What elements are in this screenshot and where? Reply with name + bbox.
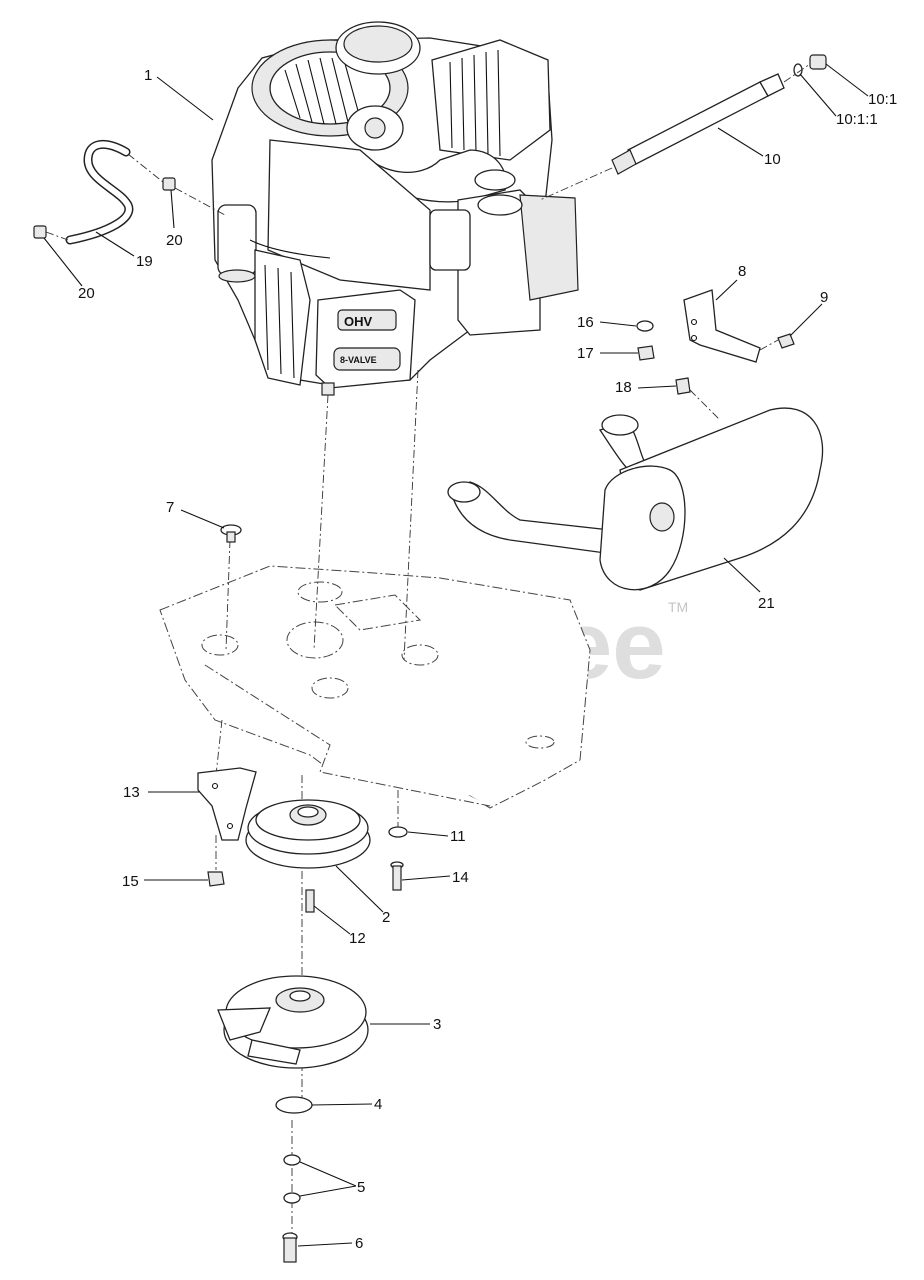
nut-18	[675, 377, 691, 395]
callout-20-upper: 20	[166, 232, 183, 249]
muffler	[447, 407, 824, 591]
callout-17: 17	[577, 345, 594, 362]
callout-20-lower: 20	[78, 285, 95, 302]
nut-17	[637, 345, 655, 361]
clutch	[217, 975, 369, 1069]
nut-15	[207, 871, 225, 887]
washer-5-upper	[283, 1154, 301, 1166]
engine-badge-valve: 8-VALVE	[340, 355, 377, 365]
callout-3: 3	[433, 1016, 441, 1033]
breather-tube	[611, 73, 785, 175]
engine-badge-ohv: OHV	[344, 314, 373, 329]
bolt-9	[777, 333, 795, 349]
callout-10-1: 10:1	[868, 91, 897, 108]
watermark-tm: TM	[668, 599, 688, 615]
pulley	[245, 799, 371, 869]
callout-labels: 1 10:1 10:1:1 10 20 19 20 8 9 16 17 18 7…	[78, 67, 897, 1252]
bracket-13	[197, 767, 257, 841]
callout-8: 8	[738, 263, 746, 280]
washer-5-lower	[283, 1192, 301, 1204]
carriage-bolt-7	[220, 524, 242, 543]
washer-16	[636, 320, 654, 332]
engine-assembly: OHV 8-VALVE	[211, 21, 579, 396]
callout-13: 13	[123, 784, 140, 801]
callout-15: 15	[122, 873, 139, 890]
callout-5: 5	[357, 1179, 365, 1196]
callout-10-1-1: 10:1:1	[836, 111, 878, 128]
callout-11: 11	[450, 828, 466, 845]
hose-clamp-upper	[162, 177, 176, 191]
callout-2: 2	[382, 909, 390, 926]
fitting-10-1	[809, 54, 827, 70]
leader-lines	[43, 63, 869, 1247]
muffler-bracket	[683, 289, 761, 363]
callout-7: 7	[166, 499, 174, 516]
callout-6: 6	[355, 1235, 363, 1252]
mounting-plate	[159, 565, 591, 809]
callout-14: 14	[452, 869, 469, 886]
callout-12: 12	[349, 930, 366, 947]
callout-9: 9	[820, 289, 828, 306]
callout-16: 16	[577, 314, 594, 331]
callout-21: 21	[758, 595, 775, 612]
hose-clamp-lower	[33, 225, 47, 239]
callout-19: 19	[136, 253, 153, 270]
callout-18: 18	[615, 379, 632, 396]
callout-4: 4	[374, 1096, 382, 1113]
callout-1: 1	[144, 67, 152, 84]
bolt-6	[282, 1232, 298, 1263]
callout-10: 10	[764, 151, 781, 168]
washer-4	[275, 1096, 313, 1114]
bolt-14	[390, 861, 404, 891]
washer-11	[388, 826, 408, 838]
key-12	[305, 889, 315, 913]
